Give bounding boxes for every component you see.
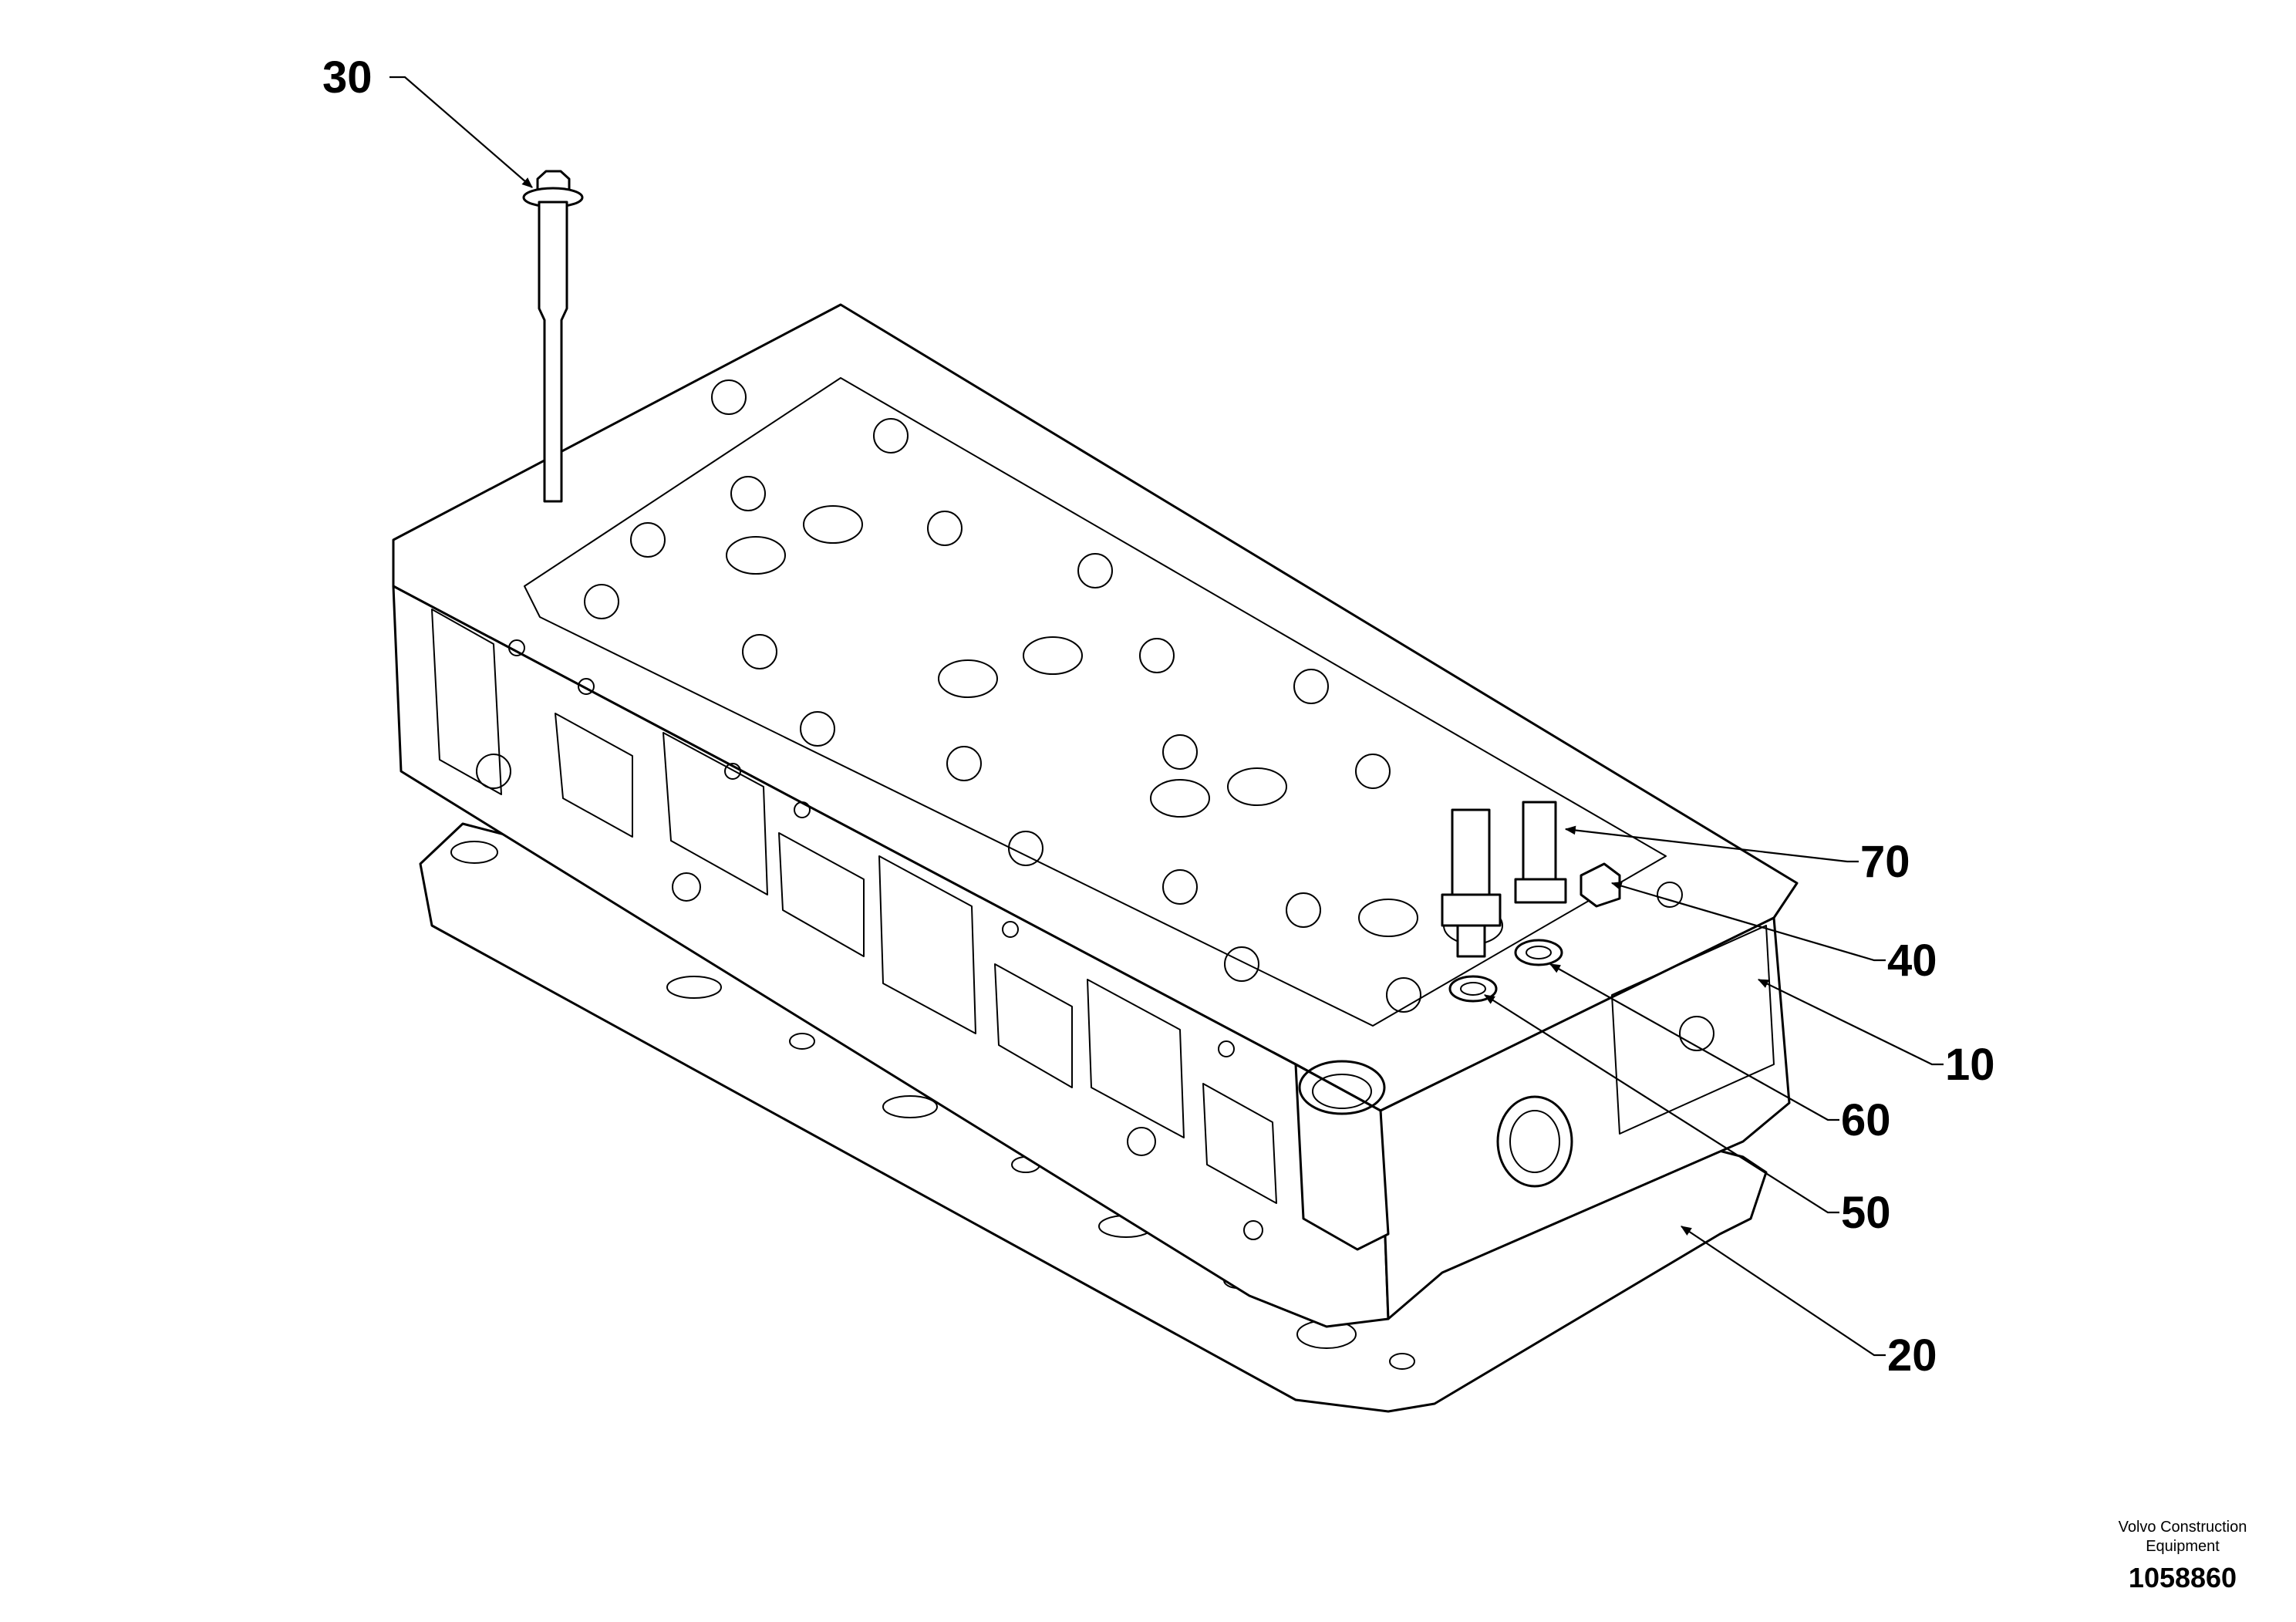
callout-10: 10 <box>1945 1040 1995 1090</box>
cylinder-head-bolt <box>522 170 584 503</box>
callout-60: 60 <box>1841 1095 1891 1145</box>
callout-50: 50 <box>1841 1188 1891 1238</box>
callout-20: 20 <box>1887 1330 1937 1381</box>
drawing-number: 1058860 <box>2128 1562 2237 1593</box>
callout-30: 30 <box>322 52 373 103</box>
footer-company-name: Volvo Construction Equipment <box>2118 1519 2247 1555</box>
screw <box>1580 862 1621 908</box>
cylinder-head <box>392 303 1799 1328</box>
callout-70: 70 <box>1860 837 1910 887</box>
sealing-rings <box>1448 939 1563 1003</box>
callout-40: 40 <box>1887 936 1937 986</box>
sensor <box>1441 801 1567 958</box>
leader-lines <box>389 76 1944 1357</box>
head-bolt-heads <box>584 379 1421 1013</box>
